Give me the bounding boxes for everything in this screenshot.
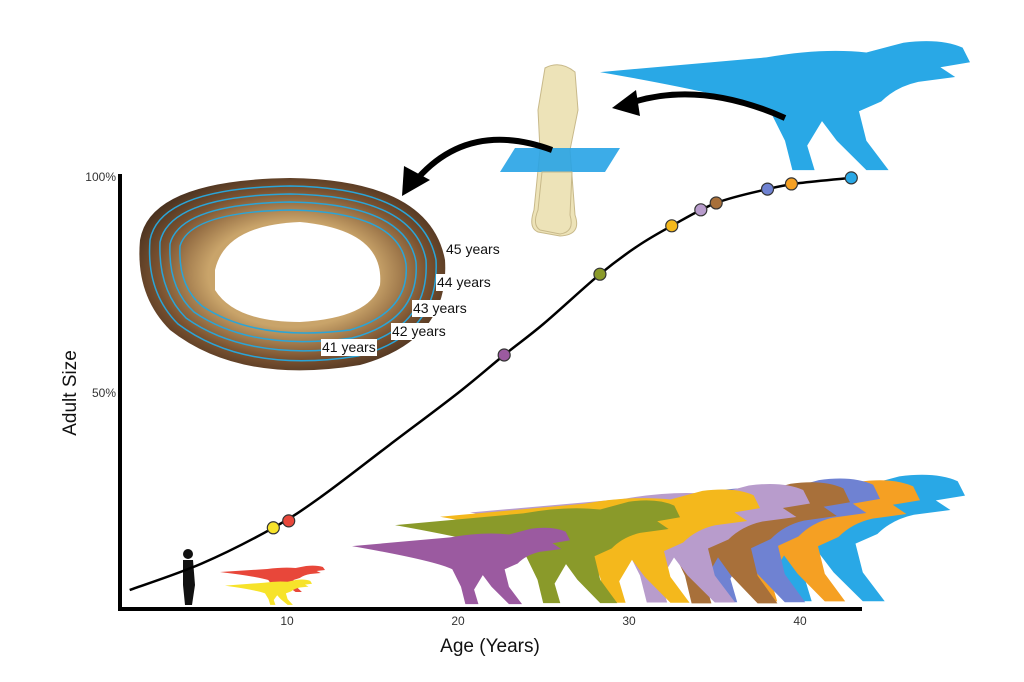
x-tick-label: 30	[622, 614, 636, 628]
data-point	[709, 196, 723, 210]
x-tick-label: 10	[280, 614, 294, 628]
x-axis-label: Age (Years)	[440, 636, 540, 657]
ring-label-bg	[321, 339, 377, 356]
data-point	[497, 348, 511, 362]
ring-label-bg	[391, 323, 447, 340]
bone-cross-section: 41 years 42 years 43 years 44 years 45 years	[139, 178, 501, 371]
growth-ring-label: 42 years	[392, 323, 446, 339]
arrowhead-icon	[402, 166, 430, 196]
data-point	[760, 182, 775, 196]
medullary-cavity	[215, 222, 381, 322]
human-silhouette	[183, 549, 195, 605]
ring-label-bg	[412, 300, 468, 317]
y-tick-label: 50%	[92, 386, 116, 400]
data-point	[593, 267, 607, 281]
arrowhead-icon	[612, 90, 640, 116]
data-point	[784, 177, 799, 191]
data-point	[282, 514, 296, 528]
arrows	[415, 91, 787, 181]
ring-label-bg	[436, 274, 492, 291]
axes: 10 20 30 40 50% 100% Age (Years) Adult Size	[60, 170, 862, 657]
growth-ring-label: 44 years	[437, 274, 491, 290]
data-point	[694, 203, 708, 217]
ring-label-bg	[445, 241, 501, 258]
dinosaur-silhouettes	[183, 41, 970, 605]
data-point	[266, 521, 280, 535]
adult-trex-silhouette	[600, 41, 970, 171]
cutting-plane	[500, 148, 620, 172]
x-tick-label: 40	[793, 614, 807, 628]
y-tick-label: 100%	[85, 170, 116, 184]
x-tick-label: 20	[451, 614, 465, 628]
growth-ring-label: 41 years	[322, 339, 376, 355]
arrow-to-cross-section	[415, 136, 554, 181]
y-axis-label: Adult Size	[60, 350, 81, 436]
data-point	[665, 219, 679, 233]
data-point	[844, 171, 858, 185]
femur-bone	[500, 64, 620, 237]
arrow-to-bone	[629, 91, 787, 121]
growth-ring-label: 43 years	[413, 300, 467, 316]
trex-silhouette-yellow	[225, 579, 312, 605]
growth-ring-label: 45 years	[446, 241, 500, 257]
